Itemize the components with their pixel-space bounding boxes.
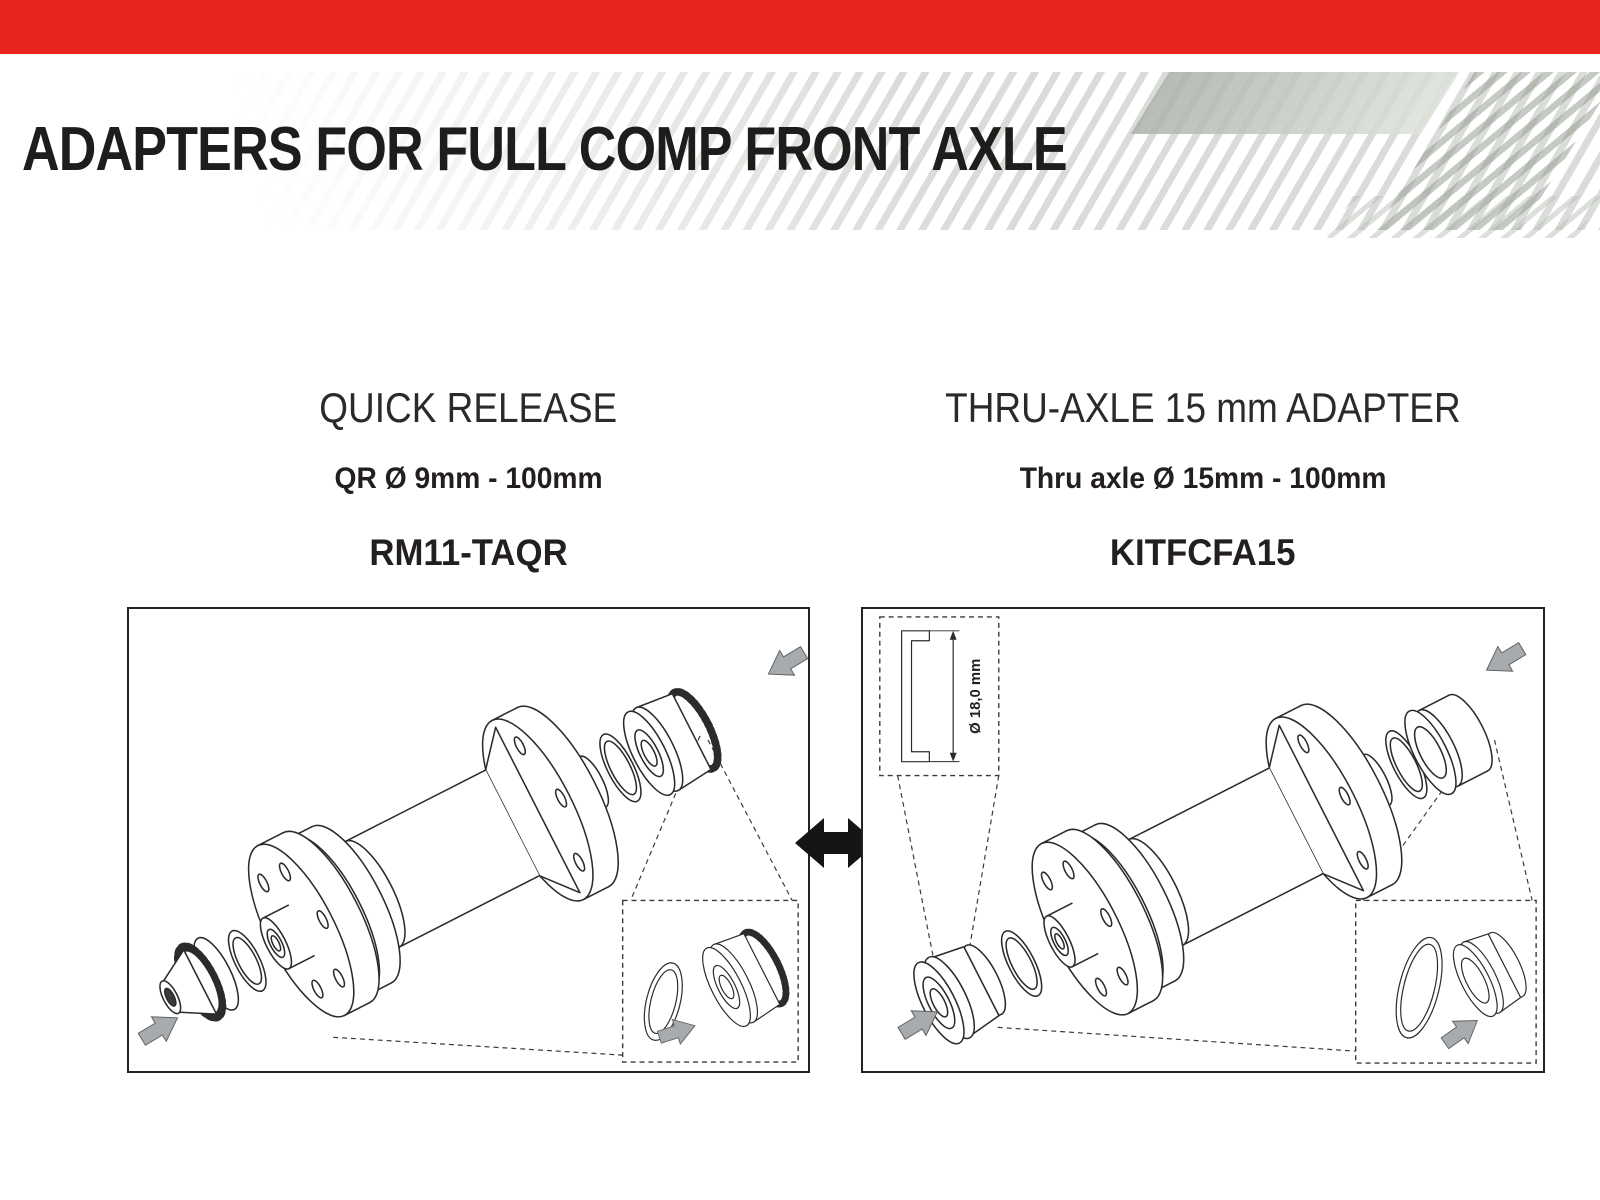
detail-ring xyxy=(1395,936,1443,1039)
hub-exploded-assembly xyxy=(159,687,722,1039)
cross-section-inset-box xyxy=(879,616,1000,777)
detail-inset-box xyxy=(1354,899,1537,1064)
thru-axle-adapter-right xyxy=(1404,693,1493,796)
quick-release-spec: QR Ø 9mm - 100mm xyxy=(334,462,603,495)
thru-axle-code: KITFCFA15 xyxy=(1110,532,1296,573)
o-ring-left xyxy=(227,929,267,993)
hub-body-drawing xyxy=(220,687,648,1039)
dimension-arrowhead xyxy=(949,630,957,640)
direction-arrow-icon xyxy=(760,639,808,687)
page-title: ADAPTERS FOR FULL COMP FRONT AXLE xyxy=(22,114,1266,185)
detail-o-ring xyxy=(643,962,683,1041)
cross-section-drawing xyxy=(901,630,960,763)
detail-inset-drawing xyxy=(1395,931,1527,1039)
detail-dimension-label: Ø 18,0 mm xyxy=(968,659,984,734)
detail-inset-box xyxy=(621,899,799,1063)
swap-double-arrow-icon xyxy=(793,815,879,871)
header-fade-overlay xyxy=(0,72,1600,230)
hub-body-drawing xyxy=(1004,685,1432,1037)
direction-arrow-icon xyxy=(1478,635,1531,683)
detail-adapter xyxy=(702,928,790,1028)
hub-exploded-assembly xyxy=(913,685,1493,1045)
qr-serrated-end-cap xyxy=(159,936,240,1022)
direction-arrow-icon xyxy=(654,1012,700,1051)
quick-release-diagram-box xyxy=(127,607,810,1073)
top-red-bar xyxy=(0,0,1600,54)
quick-release-code: RM11-TAQR xyxy=(369,532,568,573)
double-arrow-svg xyxy=(795,818,877,868)
thru-axle-adapter-left xyxy=(913,944,1007,1045)
detail-adapter xyxy=(1452,931,1527,1018)
thru-axle-diagram-box: Ø 18,0 mm xyxy=(861,607,1545,1073)
quick-release-heading: QUICK RELEASE xyxy=(319,384,618,431)
dimension-arrowhead xyxy=(949,752,957,762)
detail-inset-drawing xyxy=(643,928,790,1041)
page-title-text: ADAPTERS FOR FULL COMP FRONT AXLE xyxy=(22,115,1068,184)
o-ring-left xyxy=(1000,930,1043,998)
o-ring-right xyxy=(599,733,642,803)
qr-adapter-cap xyxy=(622,687,722,796)
direction-arrow-icon xyxy=(1436,1008,1486,1055)
quick-release-exploded-diagram xyxy=(133,639,808,1063)
thru-axle-heading: THRU-AXLE 15 mm ADAPTER xyxy=(945,384,1461,431)
thru-axle-spec: Thru axle Ø 15mm - 100mm xyxy=(1019,462,1387,495)
thru-axle-exploded-diagram: Ø 18,0 mm xyxy=(879,616,1537,1064)
